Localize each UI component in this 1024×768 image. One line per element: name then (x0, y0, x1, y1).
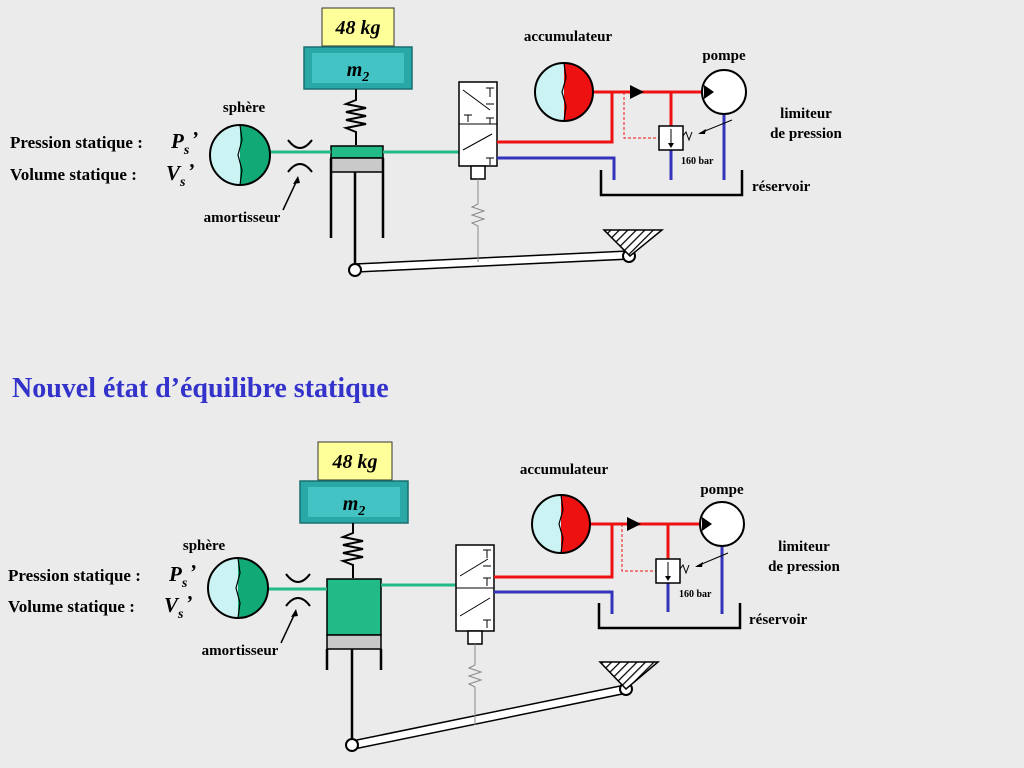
cylinder-rod-seal (330, 157, 384, 173)
reservoir-label: réservoir (752, 179, 811, 195)
pump (699, 501, 745, 547)
mass-label: m2 (343, 493, 366, 519)
cylinder-fluid (326, 578, 382, 636)
section-title: Nouvel état d’équilibre statique (12, 373, 389, 404)
accumulator (534, 62, 594, 122)
suspension-spring (339, 523, 364, 578)
pressure-symbol: Ps’ (170, 127, 198, 158)
volume-label: Volume statique : (8, 597, 135, 616)
height-corrector-valve (458, 81, 498, 262)
damper-label: amortisseur (204, 210, 281, 226)
limiter-setting: 160 bar (681, 156, 714, 167)
weight-box (317, 441, 393, 481)
limiter-label-line2: de pression (770, 126, 842, 142)
accumulator (531, 494, 591, 554)
accumulator-label: accumulateur (520, 462, 609, 478)
panel-initial-state: 48 kg m2 sphère Pression stati (10, 7, 843, 277)
reservoir (597, 603, 742, 630)
reservoir (599, 170, 744, 197)
damper-orifice-top (285, 573, 311, 583)
suspension-sphere (209, 124, 271, 186)
volume-label: Volume statique : (10, 165, 137, 184)
limiter-label-line1: limiteur (778, 539, 830, 555)
pressure-line (494, 522, 713, 579)
damper-orifice-top (287, 139, 313, 149)
reservoir-label: réservoir (749, 612, 808, 628)
arm-pivot-wheel (348, 263, 362, 277)
weight-label: 48 kg (335, 17, 381, 39)
return-line (494, 590, 614, 614)
suspension-arm (354, 250, 631, 273)
pressure-label: Pression statique : (10, 133, 143, 152)
ground-anchor (598, 661, 661, 691)
damper-orifice-bottom (285, 597, 311, 607)
cylinder-rod-seal (326, 634, 382, 650)
height-corrector-valve (455, 544, 495, 725)
limiter-label-line2: de pression (768, 559, 840, 575)
cylinder-piston (330, 145, 384, 159)
limiter-label-line1: limiteur (780, 106, 832, 122)
pump (701, 69, 747, 115)
pressure-label: Pression statique : (8, 566, 141, 585)
pressure-limiter (658, 125, 693, 151)
ground-anchor (602, 229, 665, 258)
check-valve (627, 517, 641, 531)
damper-pointer-head (293, 176, 300, 184)
mass-block-highlight (312, 53, 404, 83)
accumulator-label: accumulateur (524, 29, 613, 45)
weight-label: 48 kg (332, 451, 378, 473)
pressure-line (497, 90, 713, 144)
mass-label: m2 (347, 59, 370, 85)
return-line (497, 156, 616, 180)
limiter-pointer-head (695, 562, 703, 567)
pressure-limiter (655, 558, 690, 584)
pilot-line (621, 524, 656, 572)
limiter-pointer-head (698, 129, 706, 134)
limiter-setting: 160 bar (679, 589, 712, 600)
damper-pointer-head (291, 609, 298, 617)
volume-symbol: Vs’ (166, 159, 194, 190)
volume-symbol: Vs’ (164, 591, 192, 622)
sphere-label: sphère (223, 100, 266, 116)
pressure-symbol: Ps’ (168, 560, 196, 591)
suspension-arm (351, 684, 628, 750)
pilot-line (623, 92, 659, 139)
check-valve (630, 85, 644, 99)
pump-label: pompe (702, 48, 746, 64)
arm-pivot-wheel (345, 738, 359, 752)
mass-block-highlight (308, 487, 400, 517)
suspension-spring (342, 89, 367, 145)
damper-orifice-bottom (287, 163, 313, 173)
panel-new-equilibrium: 48 kg m2 sphère Pression statique : Ps’ … (8, 441, 841, 752)
damper-label: amortisseur (202, 643, 279, 659)
pump-label: pompe (700, 482, 744, 498)
weight-box (321, 7, 395, 47)
sphere-label: sphère (183, 538, 226, 554)
suspension-sphere (207, 557, 269, 619)
